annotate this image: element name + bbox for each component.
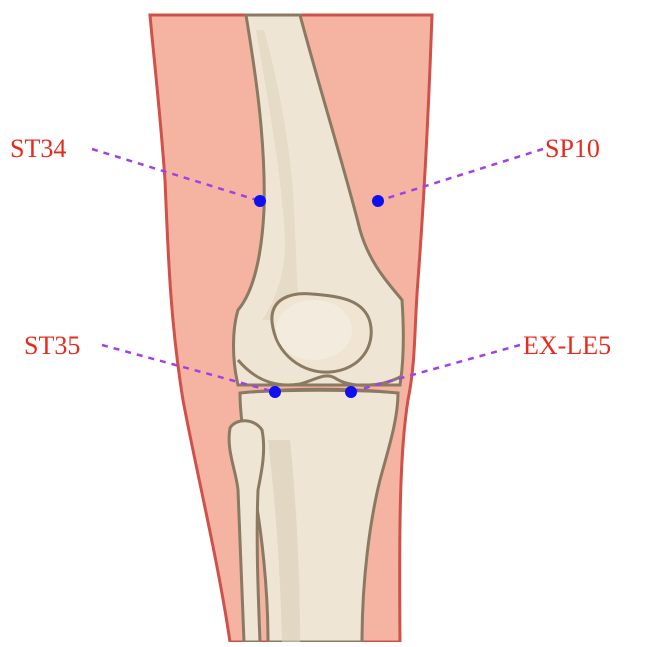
acupoint-st35[interactable] bbox=[269, 386, 281, 398]
label-st35: ST35 bbox=[24, 333, 80, 359]
acupoint-exle5[interactable] bbox=[345, 386, 357, 398]
label-exle5: EX-LE5 bbox=[523, 333, 611, 359]
acupoint-st34[interactable] bbox=[254, 195, 266, 207]
label-sp10: SP10 bbox=[545, 136, 600, 162]
label-st34: ST34 bbox=[10, 136, 66, 162]
patella-highlight bbox=[276, 300, 352, 360]
acupoint-sp10[interactable] bbox=[372, 195, 384, 207]
